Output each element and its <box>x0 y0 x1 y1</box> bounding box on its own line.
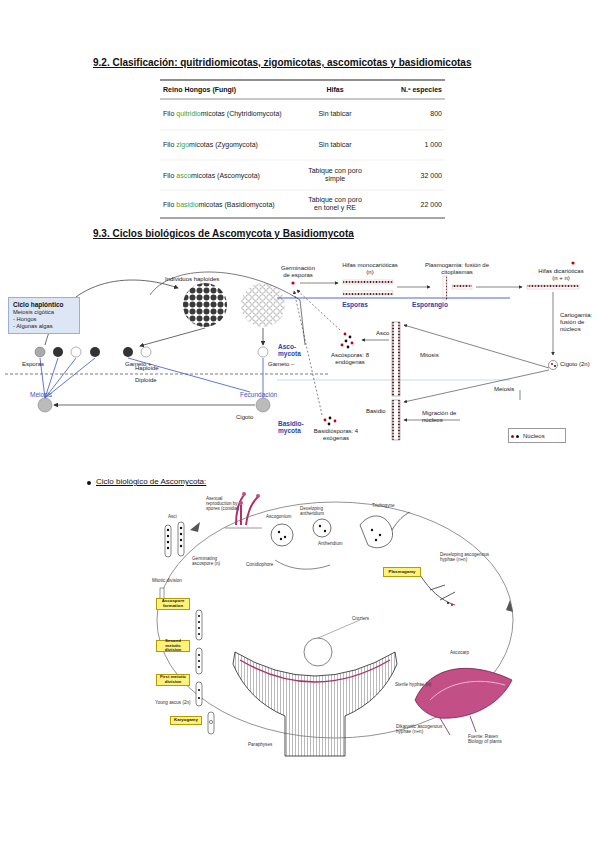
info-box: Ciclo haplónticoMeiosis cigótica- Hongos… <box>8 297 80 334</box>
figure-label: Asci <box>168 514 188 519</box>
node-title: First meiotic division <box>157 675 189 684</box>
table-cell: Sin tabicar <box>304 141 366 149</box>
diagram-label: Esporas <box>22 361 62 368</box>
row-label: Basidio-mycota <box>278 420 308 435</box>
figure-label: Fuente: Raven Biology of plants <box>468 734 514 744</box>
table-header: N.º especies <box>385 86 442 94</box>
diagram-label: Asco <box>376 330 396 337</box>
diagram-label: Basidio <box>366 408 396 415</box>
figure-label: Ascocarp <box>450 650 490 655</box>
bullet-dot <box>87 481 91 485</box>
figure-label: Croziers <box>352 616 382 621</box>
node-title: Karyogamy <box>174 718 198 723</box>
figure-label: Developing ascogenous hyphae (n+n) <box>440 552 495 562</box>
diagram-label: Hifas dicarióticas (n + n) <box>536 268 586 282</box>
node-title: Second meiotic division <box>157 639 189 653</box>
table-cell: Filo zigomicotas (Zygomycota) <box>163 141 313 149</box>
figure-label: Asexual reproduction by spores (conidia) <box>206 496 240 511</box>
stage-box: Karyogamy <box>170 716 202 725</box>
diagram-label: Individuos haploides <box>165 276 235 283</box>
node-text: - Hongos <box>13 316 75 323</box>
node-title: Plasmogamy <box>388 570 415 575</box>
stage-box: Ascospore formation <box>156 598 190 610</box>
table-cell: Tabique con poro en tonel y RE <box>304 196 366 212</box>
figure-label: Mitotic division <box>152 578 182 583</box>
diagram-label: Diploide <box>135 377 175 384</box>
table-cell: 800 <box>385 110 442 118</box>
table-cell: 22 000 <box>385 201 442 209</box>
table-cell: Sin tabicar <box>304 110 366 118</box>
diagram-label: Hifas monocarióticas (n) <box>340 262 400 276</box>
diagram-label: Meiosis <box>494 386 524 393</box>
stage-box: Plasmogamy <box>383 567 421 577</box>
figure-label: Developing antheridium <box>300 506 336 516</box>
legend-box: Núcleos <box>508 428 566 443</box>
table-cell: Filo quitridiomicotas (Chytridiomycota) <box>163 110 313 118</box>
diagram-label: Gameto – <box>268 361 308 368</box>
node-text: - Algunas algas <box>13 323 75 330</box>
table-cell: 1 000 <box>385 141 442 149</box>
row-label: Esporas <box>335 301 375 308</box>
figure-label: Paraphyses <box>248 742 284 747</box>
row-label: Esporangio <box>403 301 457 308</box>
stage-box: First meiotic division <box>156 674 190 686</box>
figure-label: Sterile hyphae (n) <box>395 682 435 687</box>
table-rules <box>160 80 445 218</box>
diagram-label: Ascósporas: 8 endógenas <box>320 352 380 366</box>
node-text: Meiosis cigótica <box>13 309 75 316</box>
figure-label: Dikaryotic ascogenous hyphae (n+n) <box>396 724 456 734</box>
section-heading: 9.2. Clasificación: quitridiomicotas, zi… <box>93 57 593 69</box>
table-cell: Filo basidiomicotas (Basidiomycota) <box>163 201 313 209</box>
highlight: asco <box>176 172 191 179</box>
fungal-cycle-scheme <box>277 261 579 440</box>
table-header: Hifas <box>305 86 365 94</box>
figure-label: Young ascus (2n) <box>155 700 191 705</box>
diagram-label: Germinación de esporas <box>277 265 319 279</box>
highlight: quitridio <box>176 110 201 117</box>
row-label: Asco-mycota <box>278 343 306 358</box>
node-title: Ascospore formation <box>157 599 189 608</box>
figure-label: Germinating ascospore (n) <box>192 556 236 566</box>
bullet-heading: Ciclo biológico de Ascomycota: <box>96 477 296 486</box>
figure-label: Trichogyne <box>372 503 412 508</box>
legend-swatch <box>509 433 519 439</box>
figure-label: Antheridium <box>318 541 358 546</box>
diagram-label: Cigoto (2n) <box>560 361 598 368</box>
diagram-label: Plasmogamia: fusión de citoplasmas <box>422 262 492 276</box>
diagram-label: Basidiósporas: 4 exógenas <box>306 428 366 442</box>
diagram-label: Cigoto <box>236 414 276 421</box>
node-title: Ciclo haplóntico <box>13 301 75 308</box>
diagram-label: Haploide <box>135 365 175 372</box>
diagram-label: Cariogamia: fusión de núcleos <box>560 312 598 333</box>
ascomycota-life-cycle-art <box>157 492 513 756</box>
diagram-label: Migración de núcleos <box>422 410 458 424</box>
table-header: Reino Hongos (Fungi) <box>163 86 303 94</box>
table-cell: Tabique con poro simple <box>304 167 366 183</box>
haplontic-cycle <box>5 272 330 412</box>
highlight: zigo <box>176 141 189 148</box>
process-label: Fecundación <box>240 391 290 398</box>
stage-box: Second meiotic division <box>156 640 190 652</box>
figure-label: Conidiophore <box>246 562 286 567</box>
diagram-label: Mitosis <box>420 352 450 359</box>
legend-text: Núcleos <box>523 433 545 439</box>
highlight: basidio <box>176 201 198 208</box>
section-heading: 9.3. Ciclos biológicos de Ascomycota y B… <box>93 228 593 240</box>
table-cell: 32 000 <box>385 172 442 180</box>
table-cell: Filo ascomicotas (Ascomycota) <box>163 172 313 180</box>
process-label: Meiosis <box>30 391 70 398</box>
